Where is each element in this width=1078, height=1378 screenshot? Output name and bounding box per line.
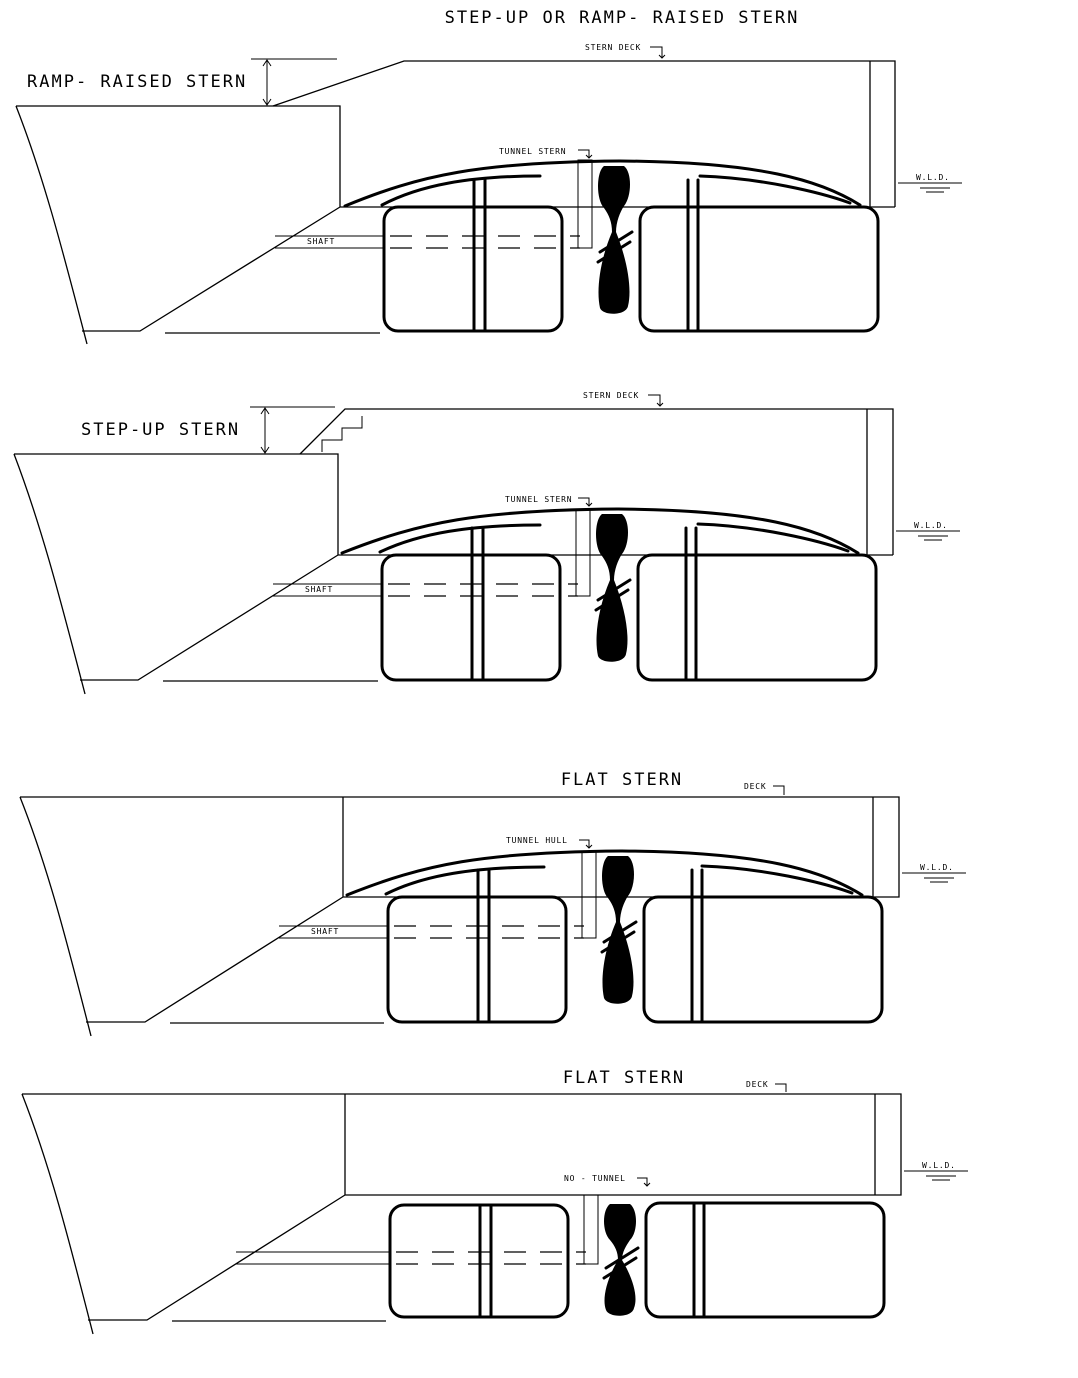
panel-ramp-raised-stern: RAMP- RAISED STERN SHAFT STERN DECK [15,43,962,345]
panel-4-deck-arrow [775,1083,787,1092]
panel-3-tunnel-arch [345,849,864,897]
panel-flat-stern-no-tunnel: FLAT STERN DECK NO - TUNNEL W.L.D. [21,1068,968,1335]
panel-4-hull-outline [22,1093,902,1321]
panel-3-shaft-label: SHAFT [311,927,339,936]
panel-2-heading: STEP-UP STERN [81,420,240,440]
panel-1-deck-label: STERN DECK [585,43,641,52]
panel-3-tunnel-inner [384,864,854,896]
panel-3-right-pod [642,895,884,1024]
panel-flat-stern-tunnel: FLAT STERN SHAFT DECK TUNNEL HULL W.L.D. [19,770,966,1037]
panel-3-prop-blade [600,920,638,954]
panel-2-stern-deck [299,408,894,555]
panel-1-tunnel-inner [380,174,852,207]
panel-2-deck-label: STERN DECK [583,391,639,400]
panel-4-shaft-housing [583,1194,599,1265]
panel-2-tunnel-label: TUNNEL STERN [505,495,572,504]
panel-1-arrowheads [262,59,272,106]
panel-1-bow-line [15,105,88,345]
panel-4-shaft [236,1251,390,1265]
panel-2-prop-blade [594,578,632,612]
panel-1-waterline-symbol [898,182,962,193]
panel-3-tunnel-label: TUNNEL HULL [506,836,568,845]
panel-2-step-detail [321,416,363,452]
panel-3-shaft [279,925,388,939]
panel-1-deck-arrow [650,46,666,59]
panel-4-waterline-symbol [904,1170,968,1181]
panel-1-shaft-label: SHAFT [307,237,335,246]
panel-4-bow-line [21,1093,94,1335]
panel-4-right-pod [644,1201,886,1319]
panel-1-wld-label: W.L.D. [916,173,950,182]
panel-4-tunnel-arrow [637,1177,651,1187]
panel-4-tunnel-label: NO - TUNNEL [564,1174,626,1183]
panel-4-heading: FLAT STERN [563,1068,685,1088]
panel-1-prop-blade [596,230,634,264]
panel-2-shaft-label: SHAFT [305,585,333,594]
panel-3-wld-label: W.L.D. [920,863,954,872]
panel-1-tunnel-arch [343,159,862,208]
panel-1-shaft-housing [577,159,593,249]
panel-3-heading: FLAT STERN [561,770,683,790]
panel-1-shaft [275,235,384,249]
panel-3-shaft-housing [581,851,597,939]
panel-4-prop-blade [602,1246,640,1280]
panel-3-tunnel-arrow [579,839,593,849]
panel-2-hull-outline [14,453,893,681]
panel-3-propeller [602,856,634,1004]
panel-2-bow-line [13,453,86,695]
panel-2-shaft-housing [575,509,591,597]
panel-1-tunnel-label: TUNNEL STERN [499,147,566,156]
panel-3-deck-arrow [773,785,785,795]
panel-4-wld-label: W.L.D. [922,1161,956,1170]
diagram-title: STEP-UP OR RAMP- RAISED STERN [445,8,800,28]
panel-2-tunnel-inner [378,522,850,554]
panel-4-deck-label: DECK [746,1080,768,1089]
panel-3-hull-outline [20,796,900,1023]
panel-2-right-pod [636,553,878,682]
panel-2-tunnel-arch [340,507,860,555]
panel-2-shaft [273,583,382,597]
panel-2-waterline-symbol [896,530,960,541]
panel-3-waterline-symbol [902,872,966,883]
panel-step-up-stern: STEP-UP STERN SHAFT STERN DECK TUNNEL ST… [13,391,960,695]
panel-1-hull-outline [16,105,895,332]
panel-1-heading: RAMP- RAISED STERN [27,72,247,92]
panel-2-tunnel-arrow [578,497,593,507]
panel-2-wld-label: W.L.D. [914,521,948,530]
panel-1-tunnel-arrow [578,149,593,159]
panel-2-deck-arrow [648,394,664,407]
panel-1-propeller [598,166,630,314]
panel-1-stern-deck [272,60,896,207]
panel-2-arrowheads [260,407,270,454]
panel-1-right-pod [638,205,880,333]
panel-2-propeller [596,514,628,662]
panel-3-deck-label: DECK [744,782,766,791]
panel-3-bow-line [19,796,92,1037]
